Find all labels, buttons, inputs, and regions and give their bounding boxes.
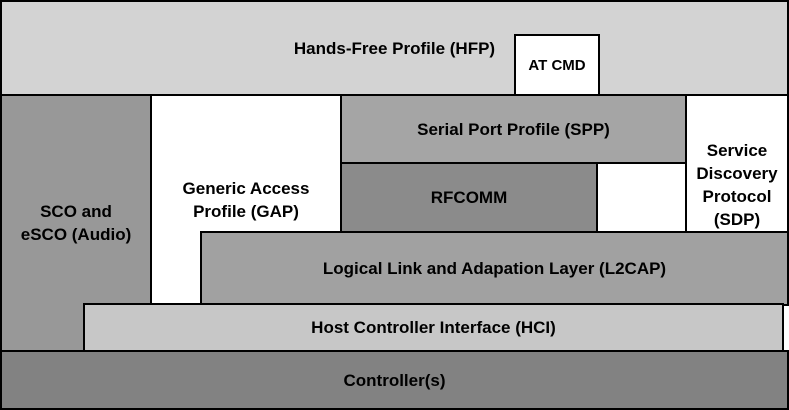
sdp-label: Service Discovery Protocol (SDP)	[696, 140, 778, 229]
sco-esco-audio-label: SCO and eSCO (Audio)	[20, 202, 132, 244]
rfcomm-box: RFCOMM	[340, 162, 598, 233]
hfp-box: Hands-Free Profile (HFP)	[0, 0, 789, 96]
gap-label: Generic Access Profile (GAP)	[182, 179, 310, 221]
hfp-label: Hands-Free Profile (HFP)	[293, 38, 496, 58]
at-cmd-box: AT CMD	[514, 34, 600, 96]
hci-box: Host Controller Interface (HCI)	[83, 303, 784, 352]
sco-esco-audio-box: SCO and eSCO (Audio)	[0, 94, 152, 352]
spp-label: Serial Port Profile (SPP)	[417, 119, 610, 139]
l2cap-box: Logical Link and Adapation Layer (L2CAP)	[200, 231, 789, 306]
hci-label: Host Controller Interface (HCI)	[311, 318, 556, 337]
controller-label: Controller(s)	[343, 370, 446, 390]
at-cmd-label: AT CMD	[528, 56, 586, 74]
spp-box: Serial Port Profile (SPP)	[340, 94, 687, 164]
l2cap-label: Logical Link and Adapation Layer (L2CAP)	[322, 259, 667, 278]
rfcomm-label: RFCOMM	[430, 188, 508, 207]
controller-box: Controller(s)	[0, 350, 789, 410]
sdp-box: Service Discovery Protocol (SDP)	[685, 94, 789, 233]
